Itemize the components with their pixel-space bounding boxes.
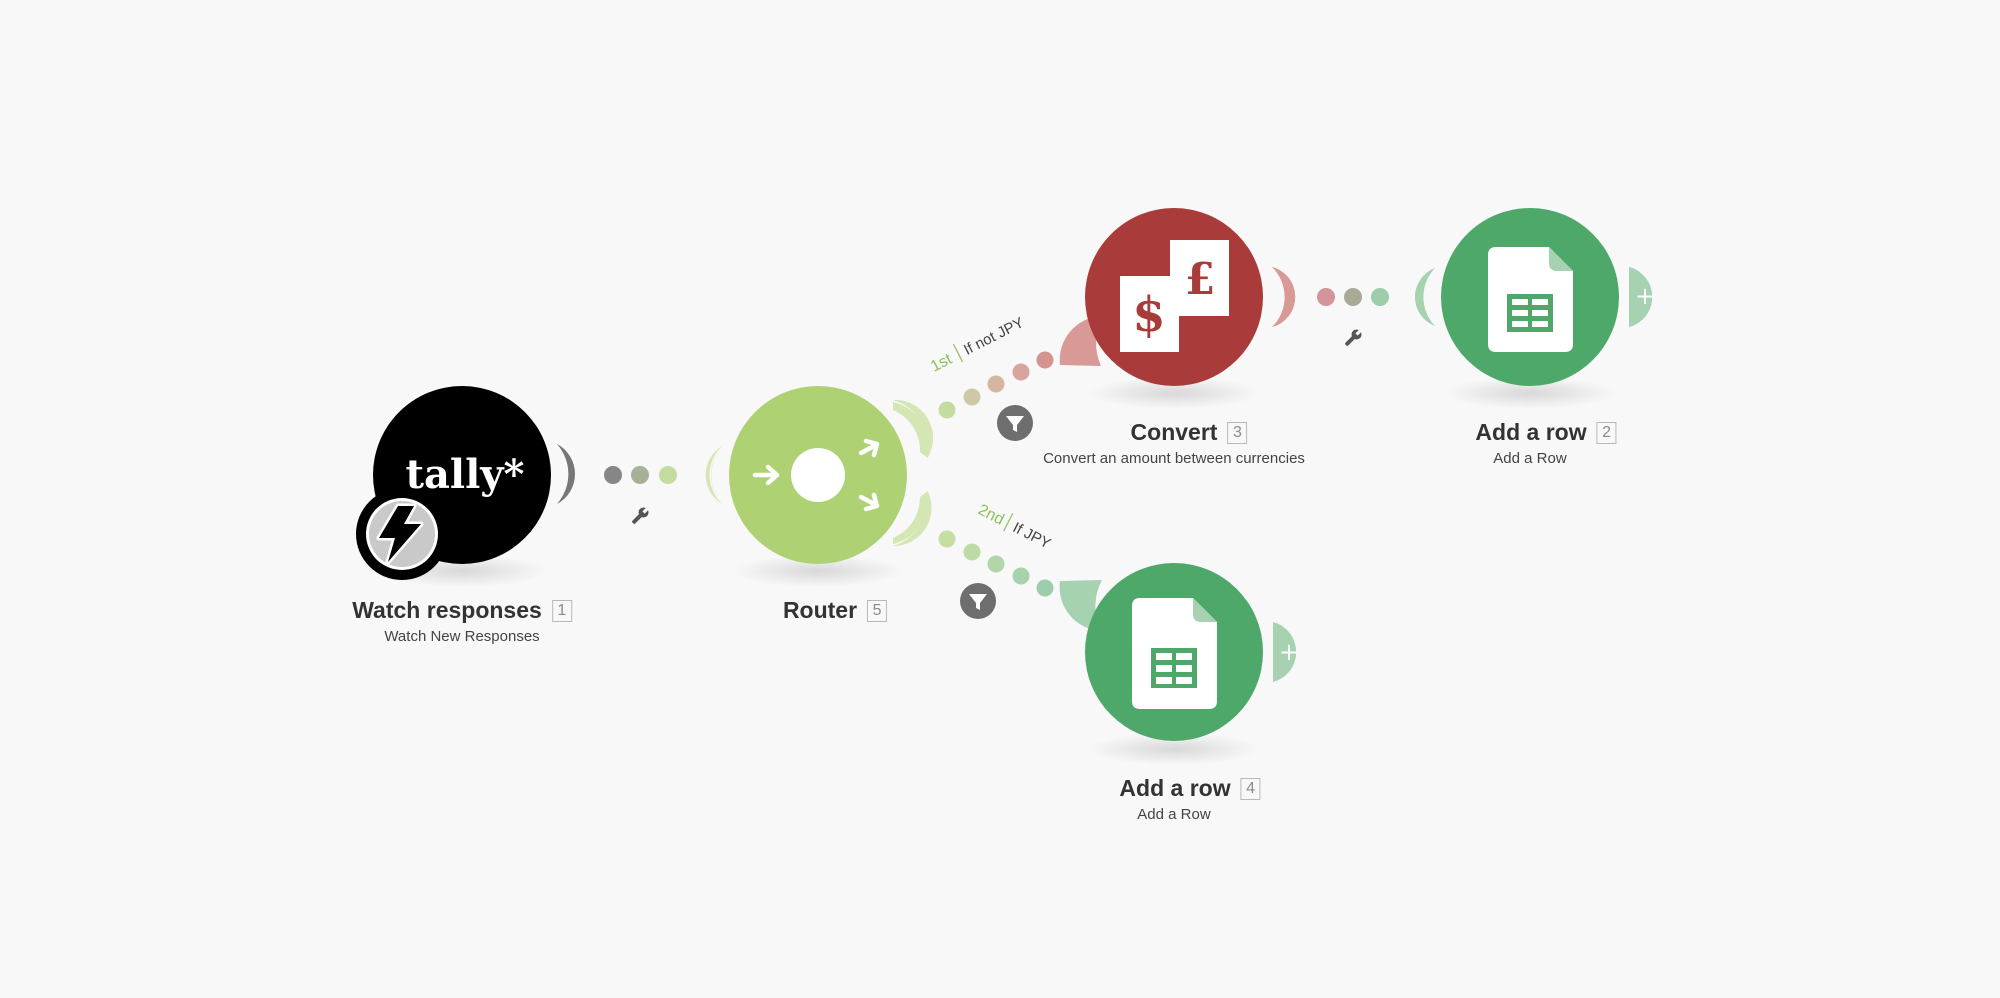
wrench-icon[interactable] bbox=[1342, 327, 1364, 349]
module-sheets-bottom[interactable]: + bbox=[1085, 563, 1299, 741]
google-sheets-icon bbox=[1132, 598, 1217, 709]
add-module-plus-icon[interactable]: + bbox=[1635, 282, 1655, 310]
module-index-badge: 4 bbox=[1240, 777, 1261, 800]
module-router-label: Router 5 bbox=[782, 597, 888, 624]
module-title: Watch responses bbox=[352, 597, 542, 623]
module-index-badge: 2 bbox=[1596, 421, 1617, 444]
sheets-bottom-input-handle[interactable] bbox=[1059, 580, 1102, 631]
wrench-icon[interactable] bbox=[629, 505, 651, 527]
router-icon bbox=[791, 448, 845, 502]
module-title: Router bbox=[782, 597, 858, 623]
connection-tally-router[interactable] bbox=[557, 444, 722, 504]
route-2-connection[interactable] bbox=[893, 491, 1102, 631]
module-title: Convert bbox=[1130, 419, 1218, 445]
module-index-badge: 1 bbox=[551, 599, 572, 622]
add-module-plus-icon[interactable]: + bbox=[1279, 638, 1299, 666]
module-subtitle: Convert an amount between currencies bbox=[1043, 450, 1305, 467]
route-2-condition: If JPY bbox=[1010, 519, 1053, 552]
module-tally-label: Watch responses 1 Watch New Responses bbox=[352, 597, 572, 645]
svg-text:£: £ bbox=[1185, 254, 1216, 305]
currency-convert-icon: £ $ bbox=[1120, 240, 1229, 352]
module-subtitle: Add a Row bbox=[1137, 806, 1211, 823]
route-1-condition: If not JPY bbox=[961, 314, 1027, 359]
route-2-order: 2nd bbox=[975, 501, 1007, 528]
module-title: Add a row bbox=[1475, 419, 1587, 445]
connection-convert-sheets[interactable] bbox=[1272, 267, 1435, 327]
module-sheets-top[interactable]: + bbox=[1441, 208, 1655, 386]
module-index-badge: 5 bbox=[867, 599, 888, 622]
sheets-top-input-handle[interactable] bbox=[1414, 268, 1435, 326]
router-output-handle-2[interactable] bbox=[893, 492, 932, 547]
router-output-handle-1[interactable] bbox=[893, 399, 934, 457]
route-2-label[interactable]: 2nd If JPY bbox=[975, 499, 1054, 553]
route-2-filter-icon[interactable] bbox=[960, 583, 996, 619]
module-sheets-top-label: Add a row 2 Add a Row bbox=[1475, 419, 1617, 467]
route-1-label[interactable]: 1st If not JPY bbox=[927, 311, 1027, 375]
module-subtitle: Watch New Responses bbox=[384, 628, 540, 645]
trigger-lightning-icon bbox=[356, 488, 448, 580]
module-index-badge: 3 bbox=[1227, 421, 1248, 444]
sheets-bottom-add-handle[interactable] bbox=[1273, 622, 1297, 682]
module-router[interactable] bbox=[729, 386, 907, 564]
module-convert-label: Convert 3 Convert an amount between curr… bbox=[1043, 419, 1305, 467]
route-1-filter-icon[interactable] bbox=[997, 405, 1033, 441]
module-sheets-bottom-label: Add a row 4 Add a Row bbox=[1119, 775, 1261, 823]
tally-logo-icon: tally* bbox=[406, 451, 525, 498]
tally-output-handle[interactable] bbox=[557, 444, 575, 504]
route-1-order: 1st bbox=[928, 350, 955, 375]
module-convert[interactable]: £ $ bbox=[1085, 208, 1263, 386]
module-tally[interactable]: tally* bbox=[356, 386, 551, 580]
svg-text:$: $ bbox=[1132, 287, 1165, 343]
module-subtitle: Add a Row bbox=[1493, 450, 1567, 467]
google-sheets-icon bbox=[1488, 247, 1573, 352]
module-title: Add a row bbox=[1119, 775, 1231, 801]
